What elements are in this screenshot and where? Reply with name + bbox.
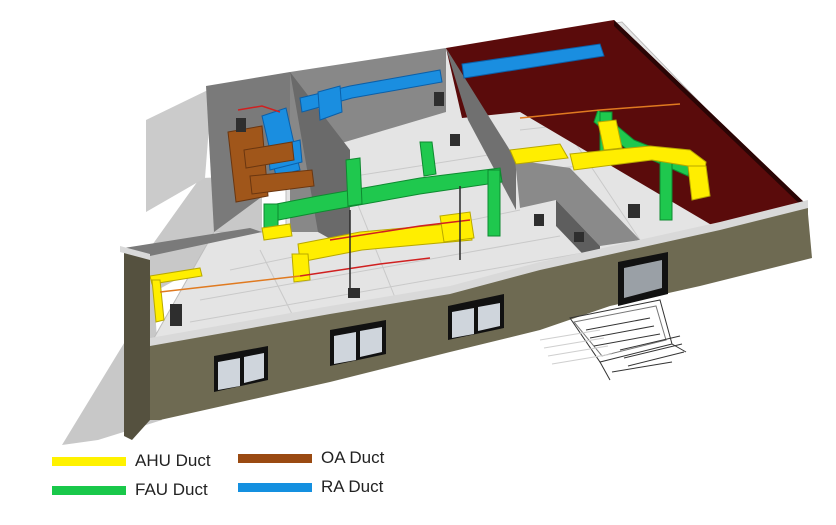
interior-partition-3 (515, 160, 640, 246)
ahu-duct-run (149, 119, 711, 323)
exterior-wall-top-edge (150, 200, 808, 346)
window-left (214, 346, 268, 392)
exterior-staircase (569, 299, 687, 381)
legend-item-oa: OA Duct (238, 448, 384, 468)
red-room-wall (446, 20, 808, 230)
legend-swatch-ra (238, 482, 312, 492)
legend-item-ra: RA Duct (238, 477, 383, 497)
legend-label-oa: OA Duct (321, 448, 385, 467)
oa-duct-run (227, 125, 315, 203)
duct-legend: AHU Duct OA Duct FAU Duct RA Duct (48, 448, 428, 508)
window-right (448, 294, 504, 340)
legend-label-ra: RA Duct (321, 477, 384, 496)
staircase-shadow (539, 329, 613, 365)
ground-shadow-rear (146, 88, 212, 212)
legend-item-ahu: AHU Duct (52, 451, 211, 471)
legend-swatch-ahu (52, 456, 126, 466)
exterior-left-wall-top (120, 246, 150, 260)
fau-duct-run (263, 109, 691, 237)
legend-swatch-fau (52, 485, 126, 495)
pipe-network (159, 103, 681, 293)
legend-label-ahu: AHU Duct (135, 451, 211, 470)
exterior-left-wall (124, 248, 150, 440)
hvac-equipment (170, 92, 640, 326)
legend-item-fau: FAU Duct (52, 480, 208, 500)
red-room-wall-dark (614, 20, 808, 212)
window-center (330, 320, 386, 366)
door-opening (618, 252, 668, 306)
legend-label-fau: FAU Duct (135, 480, 208, 499)
legend-swatch-oa (238, 453, 312, 463)
